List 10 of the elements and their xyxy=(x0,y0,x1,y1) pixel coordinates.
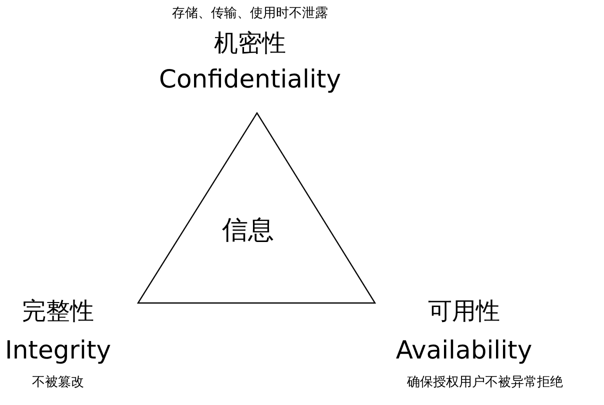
description-text: 确保授权用户不被异常拒绝 xyxy=(407,376,563,390)
heading-text: Integrity xyxy=(4,336,112,364)
description-text: 不被篡改 xyxy=(32,376,84,390)
triangle-label: 信息 xyxy=(222,216,274,246)
heading-text: Confidentiality xyxy=(159,65,341,93)
description-text: 存储、传输、使用时不泄露 xyxy=(172,6,328,22)
heading-text: 完整性 xyxy=(22,298,94,324)
heading-text: 机密性 xyxy=(214,30,286,56)
heading-text: Availability xyxy=(396,336,532,364)
heading-text: 可用性 xyxy=(428,298,500,324)
